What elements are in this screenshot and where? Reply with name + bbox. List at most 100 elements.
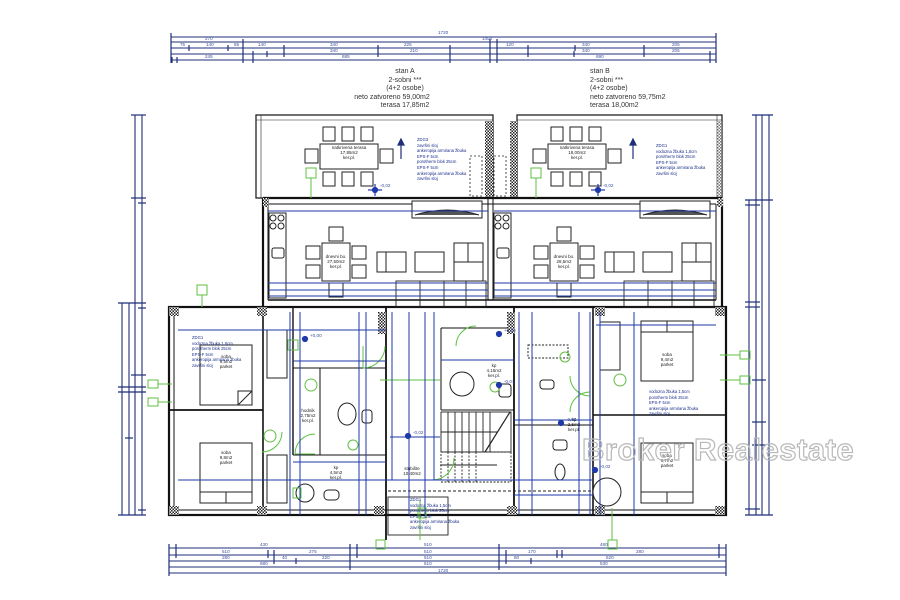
door-swings: [261, 325, 627, 481]
bottom-dimension-ticks: [168, 544, 727, 576]
spec-line: završni sloj: [417, 142, 438, 148]
level-mark: -0,02: [413, 430, 424, 435]
dim-top: 245: [205, 54, 213, 59]
spec-line: vodozna žbuka 1,5cm: [192, 340, 233, 346]
spec-line: porotherm blok 25cm: [417, 159, 457, 165]
dim-bottom: 510: [424, 561, 432, 566]
spec-line: završni sloj: [192, 362, 213, 368]
dim-top: 210: [410, 48, 418, 53]
dim-bottom: 680: [260, 561, 268, 566]
dim-bottom: 480: [600, 542, 608, 547]
room-area: 9,5m2: [219, 359, 233, 365]
spec-line: porotherm blok 25cm: [649, 394, 689, 400]
spec-line: EPS-F 5cm: [417, 153, 439, 159]
spec-line: ankeropija armirana žbuka: [417, 170, 467, 176]
apartment-b-info: stan B 2-sobni *** (4+2 osobe) neto zatv…: [590, 68, 700, 111]
room-label-bedroom-b2: soba 9,7m2 parket: [647, 453, 687, 469]
room-floor: ker.pl.: [301, 418, 314, 424]
apartment-b-terrace: terasa 18,00m2: [590, 102, 639, 110]
dim-top: 205: [672, 48, 680, 53]
dim-top: 1450: [482, 36, 493, 41]
dim-bottom-overall: 1720: [438, 568, 449, 573]
level-mark: -0,02: [600, 464, 611, 469]
spec-line: porotherm blok 25cm: [656, 154, 696, 160]
level-mark: -0,02: [603, 183, 614, 188]
level-mark: +0,00: [310, 333, 322, 338]
spec-note-bedroom-b: vodozna žbuka 1,5cm porotherm blok 25cm …: [649, 389, 698, 417]
spec-line: ankeropija armirana žbuka: [410, 519, 460, 525]
room-label-bedroom-b1: soba 9,4m2 parket: [647, 352, 687, 368]
level-mark: -0,01: [504, 379, 515, 384]
columns: [169, 198, 725, 515]
top-dimension-lines: [171, 36, 716, 61]
section-markers: [147, 167, 751, 550]
dim-top: 140: [206, 42, 214, 47]
spec-line: završni sloj: [656, 170, 677, 176]
interior-dimension-lines: [178, 210, 716, 515]
living-furniture-b: [533, 200, 712, 298]
beds: [199, 320, 694, 504]
dim-top: 340: [330, 48, 338, 53]
dim-bottom: 530: [600, 561, 608, 566]
level-mark: -0,02: [566, 417, 577, 422]
apartment-a-name: stan A: [395, 68, 415, 75]
dim-bottom: 510: [424, 542, 432, 547]
room-name: dnevni bo.: [553, 254, 575, 259]
dim-top: 75: [180, 42, 186, 47]
spec-line: EPS-F 5cm: [417, 164, 439, 170]
room-area: 28,5m2: [556, 259, 572, 265]
watermark-logo: Broker Realestate: [581, 431, 855, 467]
room-floor: ker.pl.: [567, 427, 580, 433]
room-label-bathroom-b: kp 4,15m2 ker.pl.: [480, 363, 508, 379]
bottom-dimension-lines: [169, 547, 726, 574]
dim-bottom: 430: [260, 542, 268, 547]
room-label-terrace-b: natkrivena terasa 18,00m2 ker.pl.: [548, 145, 606, 161]
apartment-a-info: stan A 2-sobni *** (4+2 osobe) neto zatv…: [330, 68, 440, 111]
spec-line: završni sloj: [649, 411, 670, 417]
dim-bottom: 40: [282, 555, 288, 560]
room-name: soba: [221, 354, 231, 359]
room-name: natkrivena terasa: [331, 145, 367, 150]
room-area: 9,7m2: [660, 458, 674, 464]
spec-line: porotherm blok 25cm: [192, 346, 232, 352]
right-dimension-lines: [748, 115, 770, 515]
room-name: soba: [662, 352, 672, 357]
dim-bottom: 510: [222, 549, 230, 554]
room-label-bathroom-a: kp 4,5m2 ker.pl.: [322, 465, 350, 481]
spec-line: završni sloj: [417, 176, 438, 182]
room-label-hall-a: hodnik 2,75m2 ker.pl.: [296, 408, 320, 424]
apartment-b-net-area: neto zatvoreno 59,75m2: [590, 93, 666, 101]
apartment-b-occupancy: (4+2 osobe): [590, 85, 628, 93]
room-area: 2,5m2: [567, 422, 581, 428]
spec-line: EPS-F 5cm: [410, 513, 432, 519]
room-floor: ker.pl.: [557, 264, 570, 270]
room-name: hodnik: [301, 408, 315, 413]
room-floor: ker.pl.: [329, 475, 342, 481]
room-area: 9,4m2: [660, 357, 674, 363]
room-label-living-b: dnevni bo. 28,5m2 ker.pl.: [550, 254, 578, 270]
room-name: kp: [491, 363, 497, 368]
spec-line: vodozna žbuka 1,5cm: [656, 148, 697, 154]
dim-bottom: 170: [528, 549, 536, 554]
dim-top: 685: [342, 54, 350, 59]
apartment-a-occupancy: (4+2 osobe): [386, 85, 424, 93]
dim-top: 270: [205, 36, 213, 41]
spec-line: EPS-F 5cm: [192, 351, 214, 357]
dim-top: 205: [672, 42, 680, 47]
spec-line: ankeropija armirana žbuka: [192, 357, 242, 363]
room-name: soba: [221, 450, 231, 455]
spec-line: ankeropija armirana žbuka: [656, 165, 706, 171]
room-name: kp: [571, 417, 577, 422]
room-area: 4,15m2: [486, 368, 502, 374]
spec-line: vodozna žbuka 1,5cm: [649, 389, 690, 394]
room-area: 4,5m2: [329, 470, 343, 476]
dim-top: 140: [258, 42, 266, 47]
spec-note-terrace-b: ZDG1 vodozna žbuka 1,5cm porotherm blok …: [656, 143, 705, 177]
dim-bottom: 220: [322, 555, 330, 560]
dim-top-overall: 1720: [438, 30, 449, 35]
room-label-living-a: dnevni bo. 27,50m2 ker.pl.: [322, 254, 350, 270]
room-area: 18,00m2: [568, 150, 586, 156]
terrace-table-b: [532, 126, 622, 187]
dim-bottom: 520: [606, 555, 614, 560]
dim-bottom: 80: [514, 555, 520, 560]
